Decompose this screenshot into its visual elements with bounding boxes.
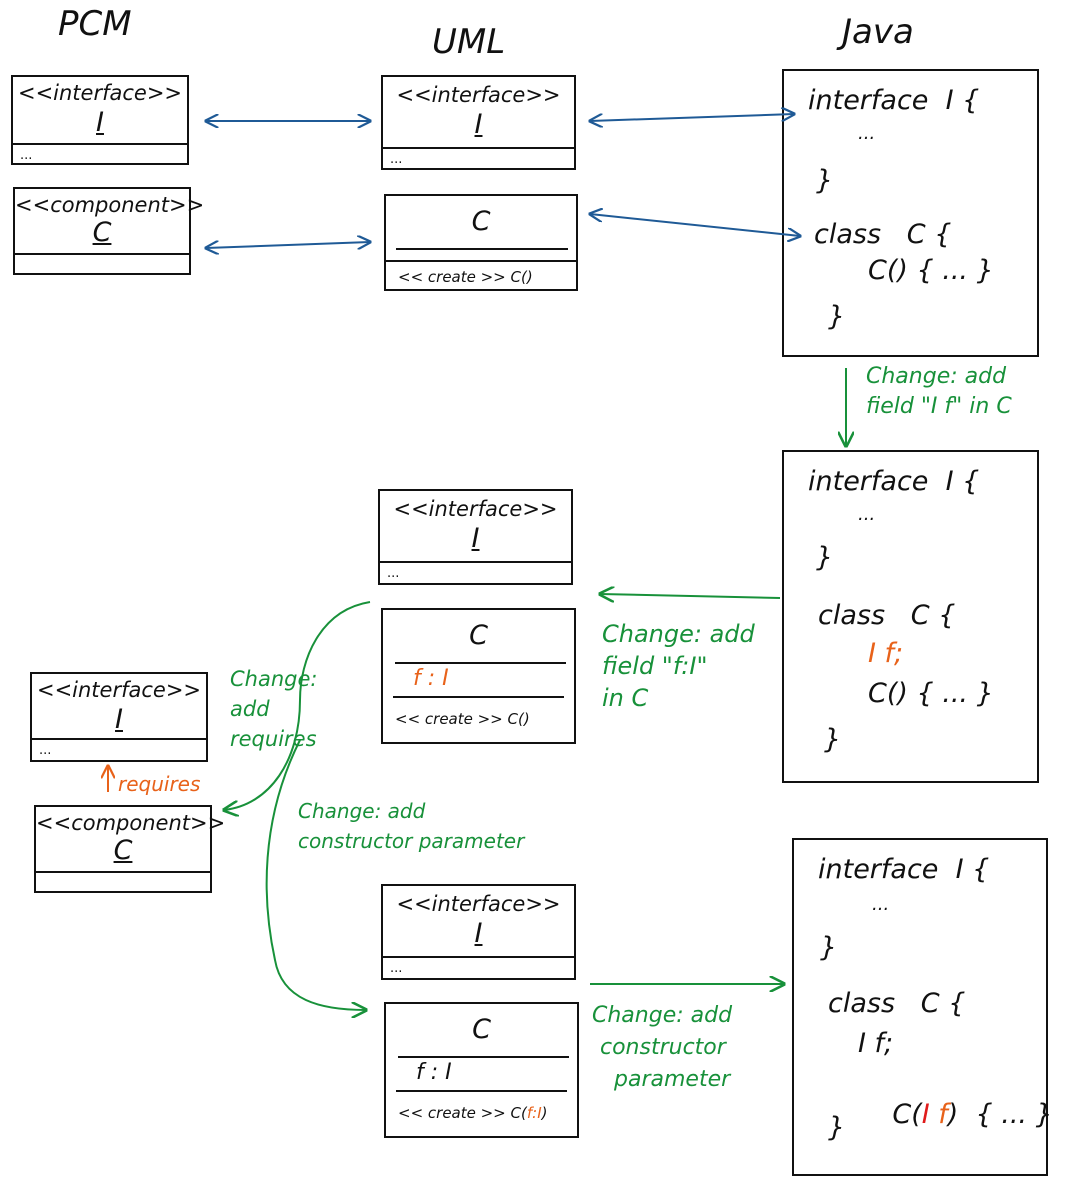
change-arrow-uml2-pcm bbox=[224, 601, 371, 810]
class-name: C bbox=[471, 206, 491, 237]
code-close-brace: } bbox=[816, 542, 834, 573]
ctor-param-type: I bbox=[921, 1099, 930, 1130]
trace-arrow-pcm-uml-component bbox=[206, 242, 370, 248]
uml-class-box-3: C f : I << create >> C(f:I) bbox=[384, 1002, 579, 1138]
create-suffix: ) bbox=[541, 1104, 548, 1122]
compartment-divider bbox=[36, 871, 210, 873]
code-field-line: I f; bbox=[868, 638, 904, 669]
interface-name: I bbox=[96, 107, 104, 138]
code-close-brace: } bbox=[824, 724, 842, 755]
field-attribute: f : I bbox=[413, 666, 449, 691]
change-add-field-label: Change: add field "I f" in C bbox=[866, 364, 1012, 419]
trace-arrow-uml-java-interface bbox=[590, 114, 794, 121]
code-close-brace: } bbox=[816, 165, 834, 196]
java-code-box-1: interface I { ... } class C { C() { ... … bbox=[782, 69, 1039, 357]
stereotype-label: <<interface>> bbox=[393, 497, 558, 521]
compartment-divider bbox=[383, 956, 574, 958]
uml-class-box-2: C f : I << create >> C() bbox=[381, 608, 576, 744]
change-add-ctor-param-java-label: Change: add constructor parameter bbox=[592, 1003, 733, 1092]
code-field-line: I f; bbox=[858, 1028, 894, 1059]
change-arrow-java2-uml2 bbox=[600, 594, 781, 598]
ctor-prefix: C( bbox=[892, 1099, 922, 1130]
compartment-divider bbox=[398, 1056, 569, 1058]
interface-name: I bbox=[474, 918, 483, 949]
stereotype-label: <<interface>> bbox=[396, 892, 561, 916]
pcm-interface-box-2: <<interface>> I ... bbox=[30, 672, 208, 762]
compartment-divider bbox=[380, 561, 571, 563]
code-ellipsis: ... bbox=[858, 504, 876, 525]
code-ctor-line: C() { ... } bbox=[868, 678, 994, 709]
pcm-component-box: <<component>> C bbox=[13, 187, 205, 275]
compartment-divider bbox=[395, 662, 566, 664]
pcm-interface-box: <<interface>> I ... bbox=[11, 75, 189, 165]
uml-interface-box-2: <<interface>> I ... bbox=[378, 489, 573, 585]
change-arrow-uml2-uml3 bbox=[265, 739, 366, 1010]
class-name: C bbox=[469, 620, 488, 651]
compartment-divider bbox=[396, 1090, 567, 1092]
pcm-component-box-2: <<component>> C bbox=[34, 805, 226, 893]
stereotype-label: <<component>> bbox=[15, 193, 205, 217]
code-ctor-line: C() { ... } bbox=[868, 255, 994, 286]
create-operation: << create >> C() bbox=[395, 710, 530, 728]
create-operation: << create >> C(f:I) bbox=[398, 1104, 547, 1122]
trace-arrow-uml-java-class bbox=[590, 214, 800, 236]
code-class-line: class C { bbox=[818, 600, 956, 631]
code-class-line: class C { bbox=[828, 988, 966, 1019]
header-java: Java bbox=[842, 12, 914, 52]
create-prefix: << create >> C( bbox=[398, 1104, 527, 1122]
code-ellipsis: ... bbox=[872, 894, 890, 915]
header-pcm: PCM bbox=[58, 4, 132, 44]
ctor-suffix: ) { ... } bbox=[947, 1099, 1053, 1130]
uml-interface-box: <<interface>> I ... bbox=[381, 75, 576, 170]
create-operation: << create >> C() bbox=[398, 268, 533, 286]
compartment-divider bbox=[13, 143, 187, 145]
interface-name: I bbox=[115, 704, 123, 735]
create-param: f:I bbox=[526, 1104, 542, 1122]
interface-name: I bbox=[471, 523, 480, 554]
ctor-param-name: f bbox=[929, 1099, 948, 1130]
ellipsis: ... bbox=[387, 566, 400, 581]
code-class-line: class C { bbox=[814, 219, 952, 250]
code-ctor-line: C(I f) { ... } bbox=[858, 1068, 1053, 1161]
stereotype-label: <<interface>> bbox=[396, 83, 561, 107]
code-ellipsis: ... bbox=[858, 123, 876, 144]
uml-interface-box-3: <<interface>> I ... bbox=[381, 884, 576, 980]
compartment-divider bbox=[386, 260, 576, 262]
java-code-box-2: interface I { ... } class C { I f; C() {… bbox=[782, 450, 1039, 783]
stereotype-label: <<component>> bbox=[36, 811, 226, 835]
code-close-brace: } bbox=[828, 301, 846, 332]
ellipsis: ... bbox=[20, 148, 33, 163]
requires-label: requires bbox=[118, 772, 201, 796]
stereotype-label: <<interface>> bbox=[36, 678, 202, 702]
ellipsis: ... bbox=[390, 152, 403, 167]
code-interface-line: interface I { bbox=[808, 85, 980, 116]
compartment-divider bbox=[396, 248, 568, 250]
uml-class-box: C << create >> C() bbox=[384, 194, 578, 291]
class-name: C bbox=[472, 1014, 491, 1045]
ellipsis: ... bbox=[390, 961, 403, 976]
compartment-divider bbox=[32, 738, 206, 740]
compartment-divider bbox=[393, 696, 564, 698]
code-close-brace: } bbox=[820, 932, 838, 963]
code-interface-line: interface I { bbox=[808, 466, 980, 497]
code-interface-line: interface I { bbox=[818, 854, 990, 885]
header-uml: UML bbox=[432, 22, 506, 62]
compartment-divider bbox=[383, 147, 574, 149]
stereotype-label: <<interface>> bbox=[17, 81, 183, 105]
component-name: C bbox=[92, 217, 112, 248]
change-add-field-uml-label: Change: add field "f:I" in C bbox=[602, 620, 755, 712]
field-attribute: f : I bbox=[416, 1060, 452, 1085]
code-close-brace: } bbox=[828, 1112, 846, 1143]
change-add-ctor-param-uml-label: Change: add constructor parameter bbox=[298, 799, 525, 853]
ellipsis: ... bbox=[39, 743, 52, 758]
java-code-box-3: interface I { ... } class C { I f; C(I f… bbox=[792, 838, 1053, 1176]
interface-name: I bbox=[474, 109, 483, 140]
compartment-divider bbox=[15, 253, 189, 255]
component-name: C bbox=[113, 835, 133, 866]
